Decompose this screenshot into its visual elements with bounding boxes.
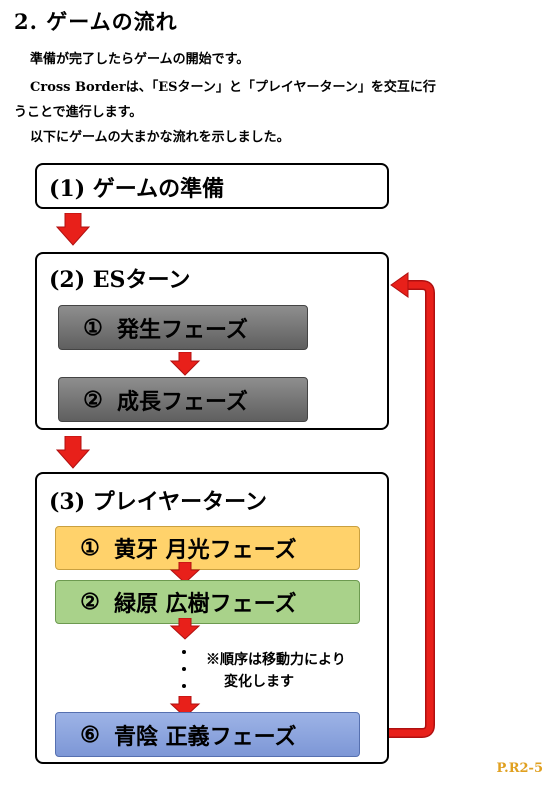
player-phase-6-number: ⑥ <box>80 721 100 748</box>
player-phase-1-number: ① <box>80 535 100 561</box>
intro-line-1: 準備が完了したらゲームの開始です。 <box>30 52 250 67</box>
order-note-line-2: 変化します <box>224 674 294 690</box>
es-phase-1-label: 発生フェーズ <box>117 316 248 343</box>
es-phase-1: ① 発生フェーズ <box>58 305 308 350</box>
intro-line-2: Cross Borderは、「ESターン」と「プレイヤーターン」を交互に行 <box>30 80 436 95</box>
down-arrow-icon <box>169 696 201 718</box>
player-phase-2: ② 緑原 広樹フェーズ <box>55 580 360 624</box>
es-phase-1-number: ① <box>83 314 103 341</box>
player-phase-6-label: 青陰 正義フェーズ <box>114 723 297 750</box>
intro-line-4: 以下にゲームの大まかな流れを示しました。 <box>30 130 290 145</box>
player-phase-2-number: ② <box>80 589 100 615</box>
es-turn-title: (2) ESターン <box>49 267 191 293</box>
down-arrow-icon <box>55 213 91 246</box>
ellipsis-dot <box>182 684 186 688</box>
down-arrow-icon <box>169 352 201 376</box>
section-heading: 2. ゲームの流れ <box>14 9 178 34</box>
down-arrow-icon <box>55 436 91 469</box>
prep-step-title: (1) ゲームの準備 <box>49 176 225 202</box>
down-arrow-icon <box>169 562 201 584</box>
es-phase-2-label: 成長フェーズ <box>117 388 248 415</box>
player-phase-2-label: 緑原 広樹フェーズ <box>114 591 297 617</box>
player-turn-title: (3) プレイヤーターン <box>49 489 268 515</box>
player-phase-1-label: 黄牙 月光フェーズ <box>114 537 297 563</box>
down-arrow-icon <box>169 618 201 640</box>
page-number: P.R2-5 <box>496 761 543 776</box>
ellipsis-dot <box>182 667 186 671</box>
ellipsis-dot <box>182 650 186 654</box>
player-phase-1: ① 黄牙 月光フェーズ <box>55 526 360 570</box>
order-note-line-1: ※順序は移動力により <box>206 652 346 668</box>
es-phase-2-number: ② <box>83 386 103 413</box>
intro-line-3: うことで進行します。 <box>14 105 143 120</box>
player-phase-6: ⑥ 青陰 正義フェーズ <box>55 712 360 757</box>
es-phase-2: ② 成長フェーズ <box>58 377 308 422</box>
prep-step-box: (1) ゲームの準備 <box>35 163 389 209</box>
